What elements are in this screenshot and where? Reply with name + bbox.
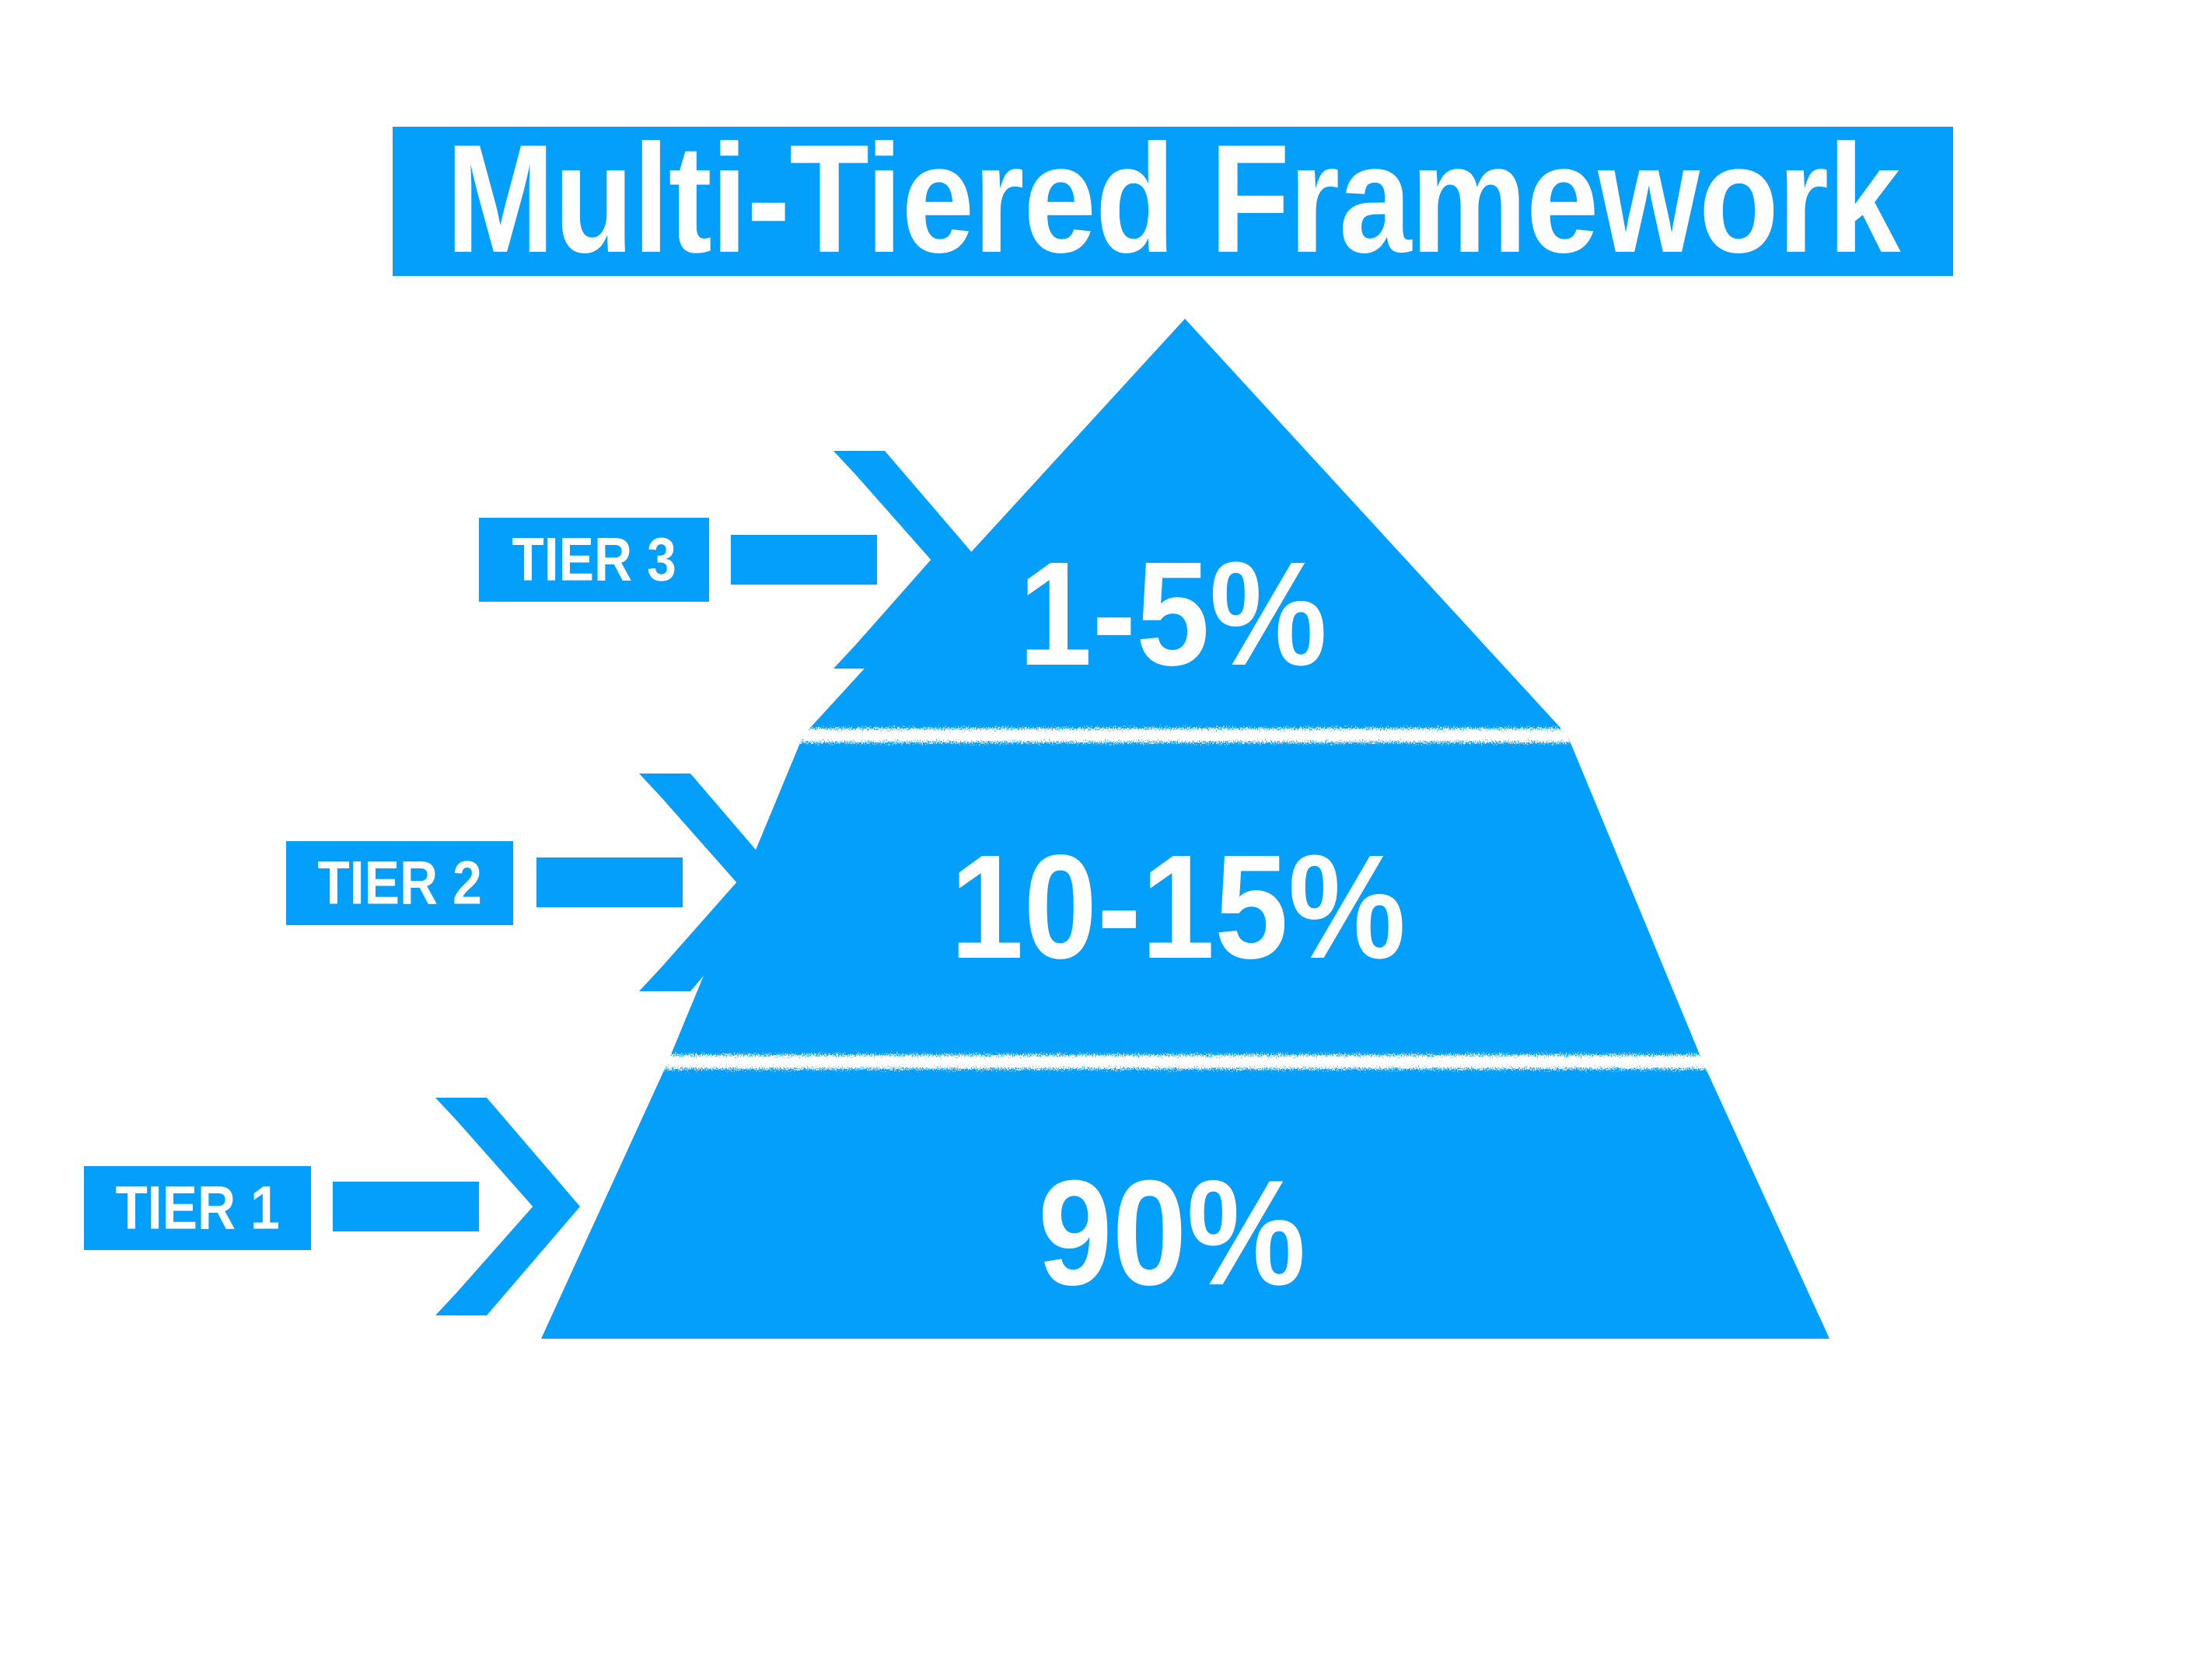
tier2-callout-chip: TIER 2 [286,841,513,925]
tier3-value-label: 1-5% [1019,531,1327,697]
tier3-callout-chip: TIER 3 [479,518,709,602]
right-arrow-icon [536,774,784,991]
tier-divider-lower [666,1055,1707,1069]
tier1-callout-label: TIER 1 [115,1173,280,1243]
tier3-callout-label: TIER 3 [512,525,676,595]
right-arrow-icon [731,451,978,669]
tier1-value-label: 90% [1038,1149,1306,1317]
tier2-callout-label: TIER 2 [317,848,482,918]
tier2-value-label: 10-15% [950,824,1406,990]
tier-divider-upper [801,728,1571,742]
page-title: Multi-Tiered Framework [446,112,1901,285]
tier1-callout-chip: TIER 1 [84,1166,311,1250]
right-arrow-icon [333,1098,580,1315]
title-banner: Multi-Tiered Framework [393,121,1953,276]
